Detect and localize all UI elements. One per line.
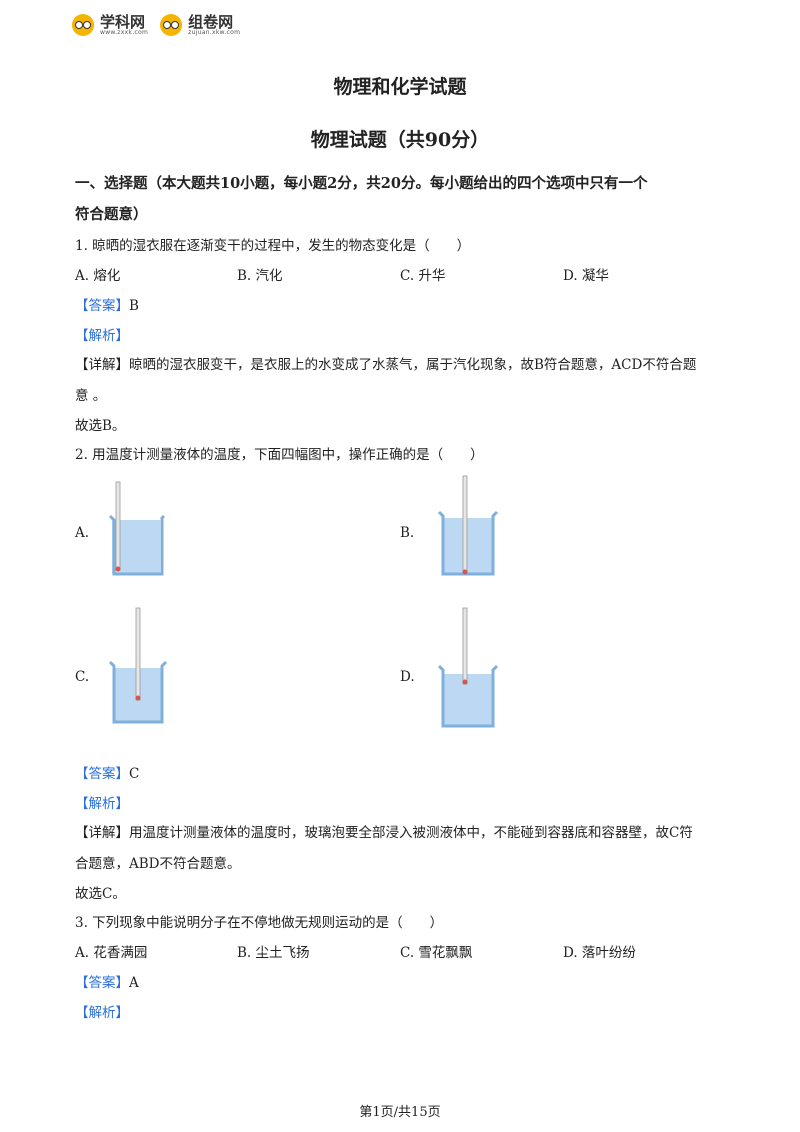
page-number: 第1页/共15页	[359, 1105, 441, 1120]
answer-value: C	[129, 766, 140, 782]
q3-analysis-tag: 【解析】	[75, 1005, 129, 1021]
q2-label-a: A.	[75, 525, 90, 541]
q1-detail-cont: 意 。	[75, 388, 107, 404]
thermometer-bulb	[462, 569, 468, 575]
thermometer-bulb	[462, 679, 468, 685]
beaker-wall	[108, 660, 168, 724]
answer-value: B	[129, 298, 139, 314]
q2-label-b: B.	[400, 525, 415, 541]
beaker-wall	[437, 510, 499, 576]
q3-option-a: A. 花香满园	[75, 945, 148, 961]
q2-conclusion: 故选C。	[75, 886, 126, 902]
q2-figure-c	[108, 607, 168, 724]
sub-title: 物理试题（共90分）	[310, 129, 490, 151]
main-title: 物理和化学试题	[333, 76, 467, 98]
q2-figure-a	[108, 481, 166, 576]
answer-tag: 【答案】	[75, 975, 129, 991]
q3-option-c: C. 雪花飘飘	[400, 945, 473, 961]
q2-answer: 【答案】C	[75, 762, 139, 782]
detail-text: 用温度计测量液体的温度时，玻璃泡要全部浸入被测液体中，不能碰到容器底和容器壁，故…	[129, 825, 693, 841]
answer-value: A	[129, 975, 139, 991]
q3-answer: 【答案】A	[75, 971, 139, 991]
q1-option-b: B. 汽化	[237, 268, 283, 284]
thermometer-bulb	[135, 695, 141, 701]
section-heading: 一、选择题（本大题共10小题，每小题2分，共20分。每小题给出的四个选项中只有一…	[75, 175, 648, 192]
thermometer-icon	[462, 475, 468, 573]
q3-option-d: D. 落叶纷纷	[563, 945, 636, 961]
answer-tag: 【答案】	[75, 766, 129, 782]
q1-detail: 【详解】晾晒的湿衣服变干，是衣服上的水变成了水蒸气，属于汽化现象，故B符合题意，…	[75, 353, 696, 373]
q1-stem: 1. 晾晒的湿衣服在逐渐变干的过程中，发生的物态变化是（ ）	[75, 238, 471, 254]
q1-option-d: D. 凝华	[563, 268, 609, 284]
q2-label-c: C.	[75, 669, 90, 685]
q3-option-b: B. 尘土飞扬	[237, 945, 310, 961]
q2-stem: 2. 用温度计测量液体的温度，下面四幅图中，操作正确的是（ ）	[75, 447, 484, 463]
q1-option-a: A. 熔化	[75, 268, 121, 284]
answer-tag: 【答案】	[75, 298, 129, 314]
logo-mascot-icon	[72, 14, 94, 36]
logo-mascot-icon	[160, 14, 183, 36]
q1-conclusion: 故选B。	[75, 418, 126, 434]
q1-answer: 【答案】B	[75, 294, 139, 314]
q1-analysis-tag: 【解析】	[75, 328, 129, 344]
thermometer-icon	[115, 481, 121, 571]
q2-label-d: D.	[400, 669, 415, 685]
detail-tag: 【详解】	[75, 825, 129, 841]
q2-figure-d	[437, 607, 499, 728]
beaker-wall	[108, 514, 166, 576]
thermometer-bulb	[115, 566, 121, 572]
thermometer-icon	[462, 607, 468, 685]
header-logos: 学科网 www.zxxk.com 组卷网 zujuan.xkw.com	[72, 14, 240, 36]
detail-text: 晾晒的湿衣服变干，是衣服上的水变成了水蒸气，属于汽化现象，故B符合题意，ACD不…	[129, 357, 697, 373]
thermometer-icon	[135, 607, 141, 701]
logo-xuekewang: 学科网 www.zxxk.com	[100, 12, 149, 36]
logo-zujuanwang: 组卷网 zujuan.xkw.com	[188, 12, 241, 36]
q3-stem: 3. 下列现象中能说明分子在不停地做无规则运动的是（ ）	[75, 915, 444, 931]
liquid	[443, 518, 493, 574]
q2-detail: 【详解】用温度计测量液体的温度时，玻璃泡要全部浸入被测液体中，不能碰到容器底和容…	[75, 821, 693, 841]
q2-analysis-tag: 【解析】	[75, 796, 129, 812]
detail-tag: 【详解】	[75, 357, 129, 373]
q2-detail-cont: 合题意，ABD不符合题意。	[75, 856, 241, 872]
q1-option-c: C. 升华	[400, 268, 446, 284]
q2-figure-b	[437, 475, 499, 576]
section-heading-cont: 符合题意）	[75, 206, 148, 223]
liquid	[443, 674, 493, 726]
beaker-wall	[437, 664, 499, 728]
